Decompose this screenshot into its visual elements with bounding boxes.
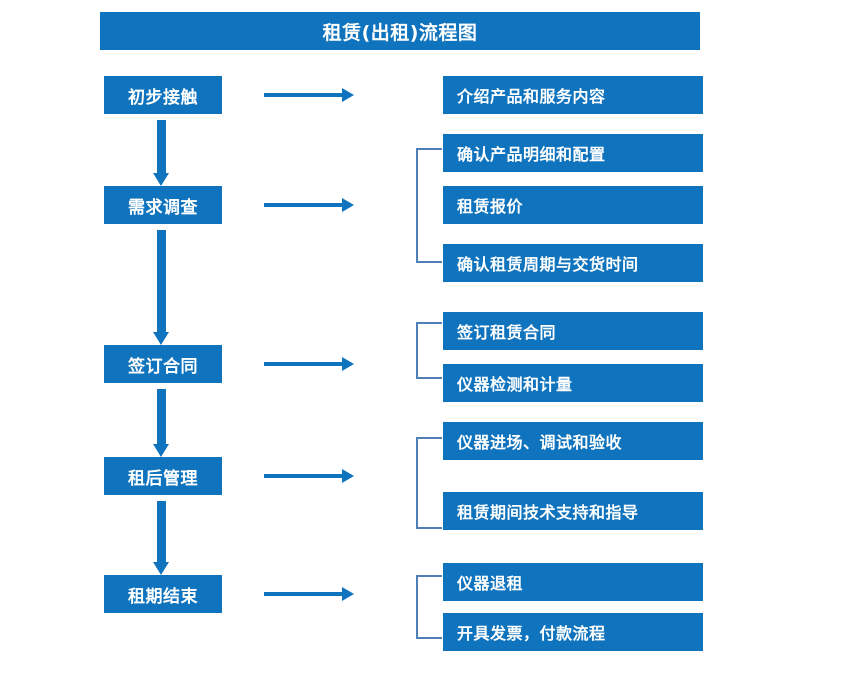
stage-box-1[interactable]: 初步接触	[104, 76, 222, 114]
horizontal-arrow-1	[264, 88, 354, 102]
horizontal-arrow-2	[264, 198, 354, 212]
vertical-arrow-1	[153, 120, 169, 186]
stage-box-2[interactable]: 需求调查	[104, 186, 222, 224]
detail-box-3[interactable]: 租赁报价	[443, 186, 703, 224]
diagram-title: 租赁(出租)流程图	[100, 12, 700, 50]
detail-box-5[interactable]: 签订租赁合同	[443, 312, 703, 350]
detail-box-10[interactable]: 开具发票，付款流程	[443, 613, 703, 651]
group-bracket-1	[416, 148, 442, 263]
horizontal-arrow-4	[264, 469, 354, 483]
group-bracket-4	[416, 575, 442, 639]
vertical-arrow-2	[153, 230, 169, 345]
stage-box-5[interactable]: 租期结束	[104, 575, 222, 613]
detail-box-2[interactable]: 确认产品明细和配置	[443, 134, 703, 172]
detail-box-7[interactable]: 仪器进场、调试和验收	[443, 422, 703, 460]
stage-box-4[interactable]: 租后管理	[104, 457, 222, 495]
horizontal-arrow-5	[264, 587, 354, 601]
detail-box-8[interactable]: 租赁期间技术支持和指导	[443, 492, 703, 530]
detail-box-9[interactable]: 仪器退租	[443, 563, 703, 601]
group-bracket-2	[416, 322, 442, 379]
vertical-arrow-3	[153, 389, 169, 457]
detail-box-6[interactable]: 仪器检测和计量	[443, 364, 703, 402]
stage-box-3[interactable]: 签订合同	[104, 345, 222, 383]
vertical-arrow-4	[153, 501, 169, 575]
group-bracket-3	[416, 437, 442, 529]
horizontal-arrow-3	[264, 357, 354, 371]
detail-box-4[interactable]: 确认租赁周期与交货时间	[443, 244, 703, 282]
detail-box-1[interactable]: 介绍产品和服务内容	[443, 76, 703, 114]
